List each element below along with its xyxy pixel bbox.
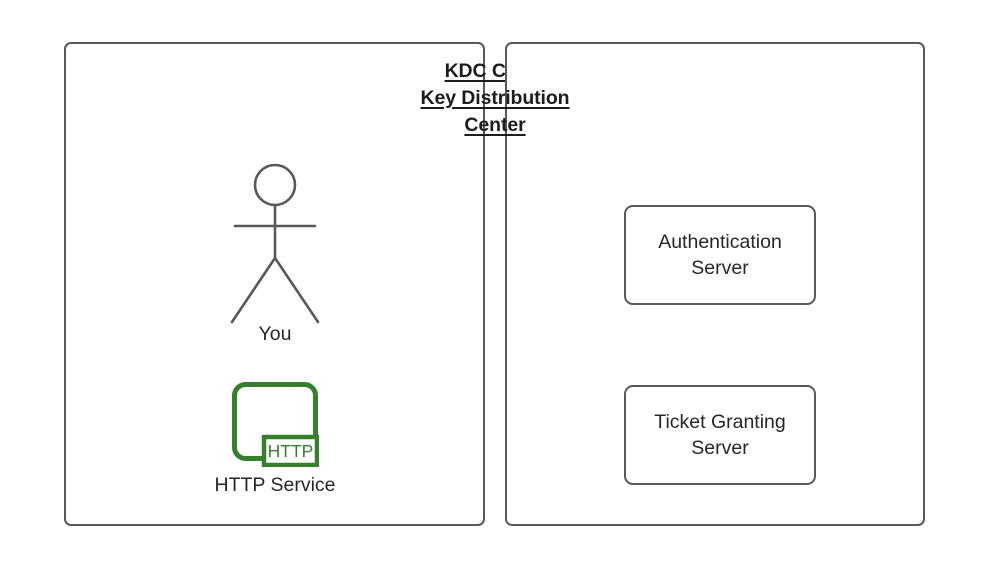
kdc-title-line-1: Key Distribution (420, 87, 570, 109)
http-service-icon: HTTP (231, 381, 319, 467)
stick-figure-icon (225, 160, 325, 330)
ticket-granting-server-box: Ticket Granting Server (624, 385, 816, 485)
authentication-server-box: Authentication Server (624, 205, 816, 305)
svg-text:HTTP: HTTP (268, 441, 314, 461)
http-service-label: HTTP Service (214, 474, 336, 496)
actor-label: You (258, 323, 292, 345)
kdc-title-line-2: Center (464, 114, 526, 136)
